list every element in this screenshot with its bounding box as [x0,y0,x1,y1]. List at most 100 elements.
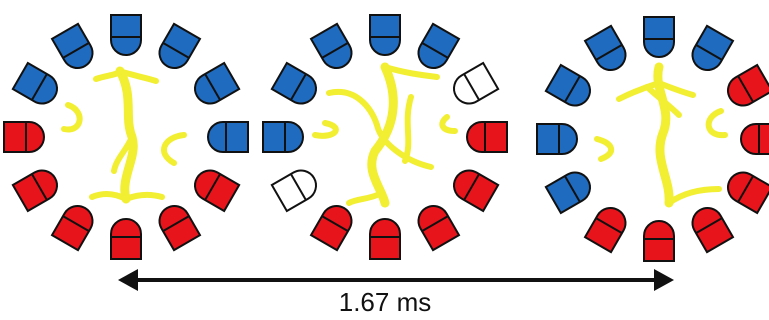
panel-3 [536,16,769,262]
filament [89,190,165,202]
tip-red [3,121,45,153]
tip-body [417,22,461,69]
tip-body [453,169,500,213]
tip-band [290,73,307,101]
tip-blue [417,22,461,69]
tip-body [309,22,353,69]
tip-band [695,44,723,61]
tip-blue [270,61,317,105]
filament [666,186,722,206]
tip-body [544,63,591,107]
tip-body [369,14,401,56]
tip-red [11,169,58,213]
tip-band [595,217,623,234]
tip-blue [369,14,401,56]
tip-blue [643,16,675,58]
filament [439,114,458,134]
filament [111,134,135,174]
tip-blue [262,121,304,153]
tip-band [564,175,581,203]
tip-body [369,218,401,260]
filament [61,102,83,133]
tip-body [691,207,735,254]
tip-blue [544,171,591,215]
tip-empty [453,61,500,105]
time-arrow [118,269,674,291]
tip-band [421,215,449,232]
tip-band [421,42,449,59]
tip-body [691,24,735,71]
tip-blue [544,63,591,107]
tip-red [309,205,353,252]
tip-blue [110,14,142,56]
tip-band [321,215,349,232]
tip-body [466,121,508,153]
tip-red [417,205,461,252]
tip-body [643,16,675,58]
tip-body [194,61,241,105]
tip-body [50,205,94,252]
tip-body [158,22,202,69]
tip-band [564,75,581,103]
tip-body [110,14,142,56]
tip-band [162,42,190,59]
tip-body [11,169,58,213]
tip-body [740,123,769,155]
tip-body [3,121,45,153]
tip-red [727,171,769,215]
tip-body [270,169,317,213]
tip-body [643,220,675,262]
tip-band [204,173,221,201]
tip-red [740,123,769,155]
tip-body [417,205,461,252]
tip-red [369,218,401,260]
tip-body [50,22,94,69]
tip-red [158,205,202,252]
filament [161,132,187,166]
tip-blue [158,22,202,69]
tip-blue [309,22,353,69]
tip-body [11,61,58,105]
panel-2 [262,14,508,260]
tip-body [544,171,591,215]
tip-body [158,205,202,252]
tip-body [207,121,249,153]
tip-red [727,63,769,107]
tip-band [463,73,480,101]
tip-band [695,217,723,234]
tip-band [31,73,48,101]
tip-band [321,42,349,59]
filament [616,80,696,102]
tip-blue [11,61,58,105]
filament [93,68,159,84]
tip-band [204,73,221,101]
tip-body [727,63,769,107]
filament [346,192,380,206]
filament [594,136,614,162]
tip-blue [691,24,735,71]
tip-red [643,220,675,262]
tip-body [110,218,142,260]
tip-blue [194,61,241,105]
filament [367,62,398,208]
tip-band [62,42,90,59]
tip-body [262,121,304,153]
tip-body [583,24,627,71]
tip-band [737,175,754,203]
tip-body [194,169,241,213]
filament [644,84,682,118]
tip-band [31,173,48,201]
tip-red [194,169,241,213]
tip-band [290,173,307,201]
tip-red [50,205,94,252]
tip-blue [583,24,627,71]
tip-band [463,173,480,201]
filament [312,120,339,139]
filament [402,94,414,164]
tip-red [453,169,500,213]
tip-band [162,215,190,232]
tip-body [453,61,500,105]
tip-red [583,207,627,254]
tip-band [595,44,623,61]
